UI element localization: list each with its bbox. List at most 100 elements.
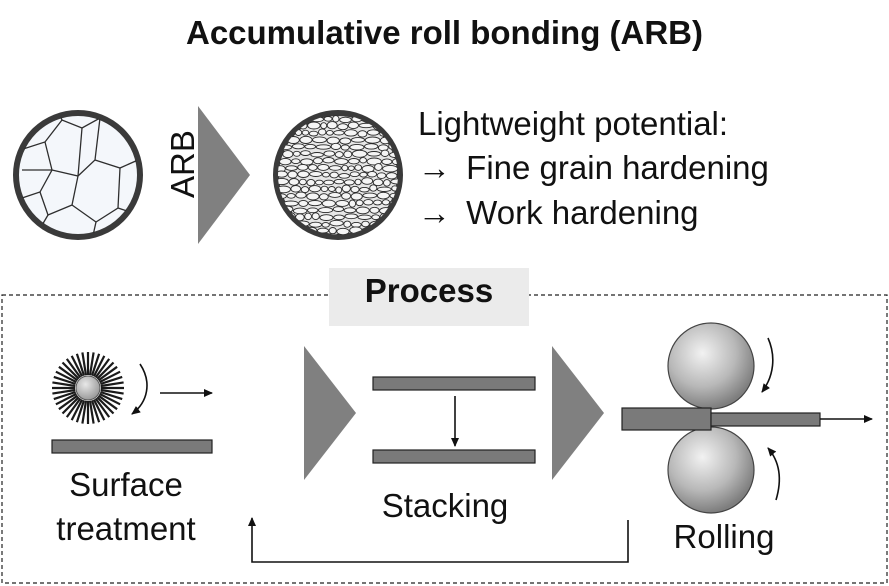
grain	[325, 129, 334, 136]
arb-label: ARB	[164, 130, 201, 198]
grain	[359, 186, 370, 193]
grain	[341, 184, 351, 193]
right-arrow-icon: →	[418, 194, 451, 231]
grain	[376, 191, 390, 200]
brush-bristle	[92, 355, 106, 377]
grain	[357, 130, 368, 138]
brush-bristle	[94, 358, 111, 379]
grain	[357, 214, 372, 220]
potential-item-text: Fine grain hardening	[466, 149, 769, 186]
grain	[301, 129, 310, 136]
brush-bristle	[99, 370, 121, 384]
grain	[333, 214, 345, 221]
brush-bristle	[52, 388, 76, 395]
process-label: Process	[364, 272, 494, 309]
repeat-loop-arrow	[248, 517, 629, 563]
brush-bristle	[61, 396, 80, 415]
grain	[282, 150, 294, 159]
grain	[326, 233, 341, 235]
grain	[384, 115, 393, 123]
process-label-background	[329, 268, 529, 326]
grain	[366, 151, 382, 157]
grain	[332, 206, 345, 212]
brush-bristle	[100, 388, 124, 395]
grain	[297, 163, 309, 171]
brush-bristle	[75, 400, 86, 423]
grain	[361, 220, 370, 228]
grain	[278, 207, 283, 214]
grain	[320, 185, 329, 193]
grain	[300, 186, 310, 194]
brush-bristle	[70, 355, 84, 377]
grain	[327, 186, 336, 192]
brush-bristle	[90, 400, 101, 423]
grain	[317, 163, 330, 171]
grain	[314, 179, 324, 186]
potential-heading: Lightweight potential:	[418, 105, 729, 142]
brush-bristle	[65, 358, 82, 379]
grain	[293, 116, 303, 124]
grain	[366, 129, 380, 136]
grain	[292, 150, 301, 157]
grain	[382, 164, 398, 173]
grain	[350, 192, 363, 201]
brush-bristle	[61, 361, 80, 380]
grain	[385, 172, 398, 180]
grain	[319, 193, 329, 201]
fine-grain-microstructure	[273, 110, 403, 240]
potential-item-fine-grain: → Fine grain hardening	[418, 146, 769, 190]
brush-bristle	[81, 352, 88, 376]
grain	[318, 128, 327, 136]
potential-item-work-hardening: → Work hardening	[418, 191, 699, 235]
grain	[306, 178, 316, 187]
brush-bristle	[55, 370, 77, 384]
grain	[286, 193, 296, 199]
grain	[359, 171, 368, 178]
step-surface-treatment-line1: Surface	[69, 466, 183, 503]
grain	[306, 192, 320, 201]
grain	[318, 207, 334, 214]
grain	[333, 130, 345, 136]
grain	[278, 170, 288, 178]
grain	[378, 115, 389, 116]
coarse-grain-microstructure	[13, 110, 143, 240]
grain	[323, 116, 333, 122]
brush-bristle	[100, 375, 123, 386]
brush-rotation-arrow	[131, 363, 148, 415]
brush-bristle	[94, 397, 111, 418]
grain	[323, 150, 336, 157]
grain	[335, 186, 343, 194]
grain	[304, 212, 312, 221]
surface-treatment-sheet	[51, 439, 213, 454]
grain	[332, 115, 340, 123]
grain	[375, 115, 386, 123]
grain	[355, 206, 370, 215]
grain	[322, 171, 330, 178]
grain	[321, 222, 330, 228]
brush-bristle	[97, 394, 118, 411]
grain	[320, 122, 328, 130]
brush-bristle	[96, 361, 115, 380]
brush-bristle	[88, 352, 95, 376]
grain	[333, 178, 345, 185]
grain	[343, 220, 352, 228]
brush-bristle	[100, 390, 123, 401]
grain	[336, 227, 350, 235]
grain	[364, 136, 381, 144]
grain	[369, 206, 380, 214]
grain	[292, 207, 308, 215]
brush-bristle	[53, 390, 76, 401]
upper-roll-rotation-arrow	[761, 337, 774, 393]
grain	[279, 228, 293, 235]
grain	[354, 164, 363, 171]
grain	[337, 123, 349, 131]
grain	[369, 233, 379, 235]
brush-bristle	[70, 399, 84, 421]
grain	[316, 227, 330, 234]
brush-bristle	[96, 396, 115, 415]
grain	[309, 171, 323, 177]
grain	[288, 178, 300, 186]
grain	[392, 207, 398, 215]
step-stacking: Stacking	[381, 487, 509, 524]
